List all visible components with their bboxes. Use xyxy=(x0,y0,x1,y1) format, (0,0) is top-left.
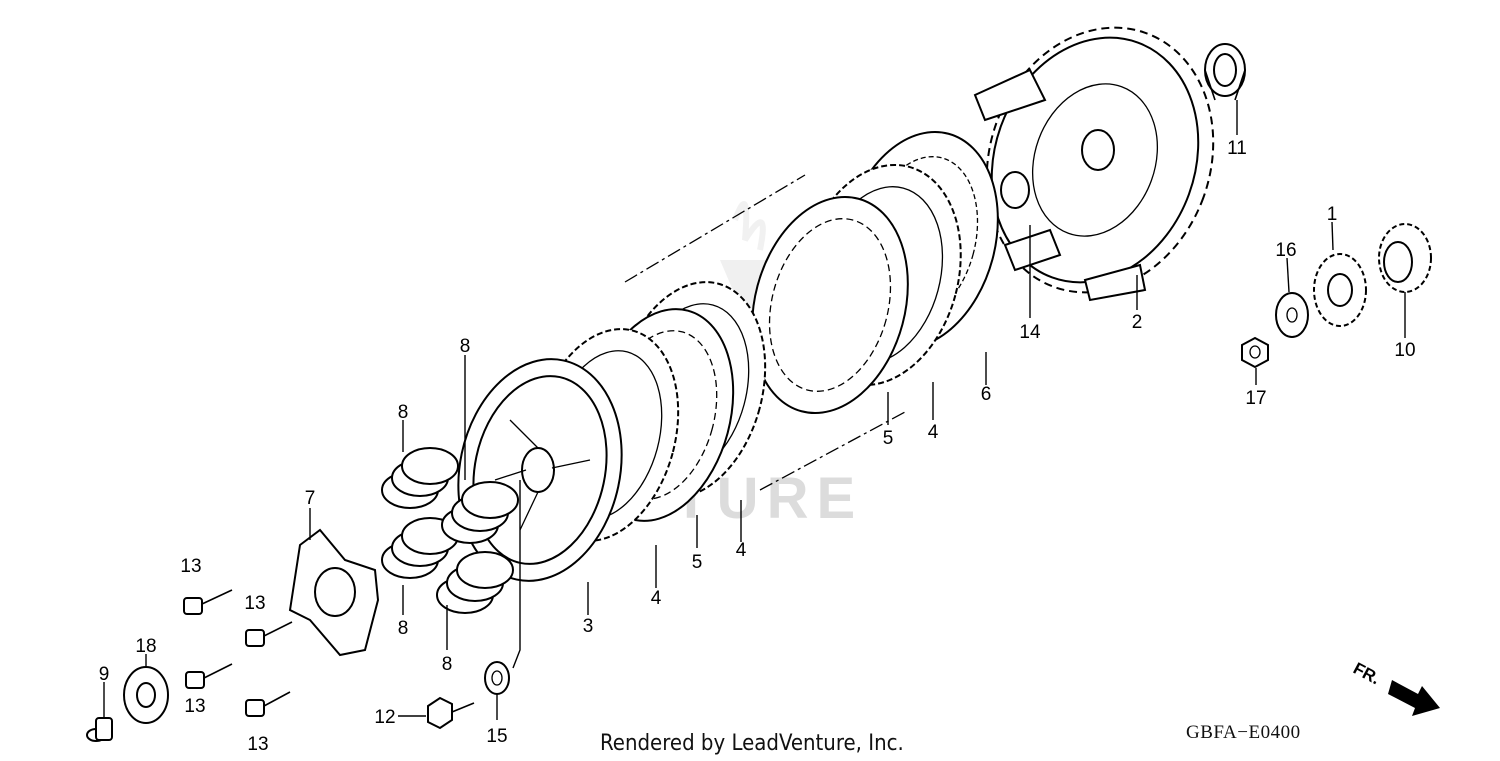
flange-bolt xyxy=(427,696,475,730)
collar xyxy=(1204,43,1246,101)
callout-8-a: 8 xyxy=(398,402,409,423)
callout-4-middle: 4 xyxy=(736,540,747,561)
callout-8-c: 8 xyxy=(398,618,409,639)
lock-washer xyxy=(484,661,510,695)
callout-5-upper: 5 xyxy=(883,428,894,449)
clutch-springs xyxy=(381,447,519,614)
callout-18: 18 xyxy=(135,636,156,657)
leader-lines xyxy=(103,100,1406,720)
callout-8-b: 8 xyxy=(460,336,471,357)
lifter-piece xyxy=(86,717,113,742)
callout-labels: 1 2 3 4 4 4 5 5 6 7 8 8 8 8 9 10 11 12 1… xyxy=(99,138,1416,755)
callout-13-d: 13 xyxy=(247,734,268,755)
bearing xyxy=(123,666,169,724)
lifter-plate xyxy=(288,528,380,657)
callout-10: 10 xyxy=(1394,340,1415,361)
callout-15: 15 xyxy=(486,726,507,747)
footer-credit: Rendered by LeadVenture, Inc. xyxy=(600,731,904,756)
callout-16: 16 xyxy=(1275,240,1296,261)
clutch-plate-upper xyxy=(751,195,909,415)
bolt-2 xyxy=(245,621,293,647)
oil-pump-drive-gear xyxy=(1378,223,1432,293)
front-direction-indicator: FR. xyxy=(1350,659,1440,716)
diagram-code: GBFA−E0400 xyxy=(1186,722,1301,743)
callout-4-lower: 4 xyxy=(651,588,662,609)
callout-5-lower: 5 xyxy=(692,552,703,573)
callout-4-upper: 4 xyxy=(928,422,939,443)
front-arrow-icon xyxy=(1388,680,1440,716)
callout-13-b: 13 xyxy=(244,593,265,614)
clutch-outer-housing xyxy=(973,26,1215,302)
callout-14: 14 xyxy=(1019,322,1041,343)
washer xyxy=(1275,292,1309,338)
callout-13-c: 13 xyxy=(184,696,205,717)
bolt-3 xyxy=(185,663,233,689)
callout-6: 6 xyxy=(981,384,992,405)
callout-9: 9 xyxy=(99,664,110,685)
bolt-4 xyxy=(245,691,291,717)
callout-11: 11 xyxy=(1227,138,1247,159)
callout-7: 7 xyxy=(305,488,316,509)
callout-12: 12 xyxy=(374,707,395,728)
callout-8-d: 8 xyxy=(442,654,453,675)
primary-drive-gear xyxy=(1313,253,1367,327)
callout-17: 17 xyxy=(1245,388,1266,409)
callout-1: 1 xyxy=(1327,204,1338,225)
bolt-1 xyxy=(183,589,233,615)
bolts xyxy=(183,589,293,717)
callout-2: 2 xyxy=(1132,312,1143,333)
callout-13-a: 13 xyxy=(180,556,201,577)
spring-3 xyxy=(441,481,519,544)
front-label: FR. xyxy=(1350,659,1383,689)
alignment-lines xyxy=(624,174,906,491)
nut xyxy=(1241,336,1269,369)
spring-1 xyxy=(381,447,459,509)
callout-3: 3 xyxy=(583,616,594,637)
spring-4 xyxy=(436,551,514,614)
